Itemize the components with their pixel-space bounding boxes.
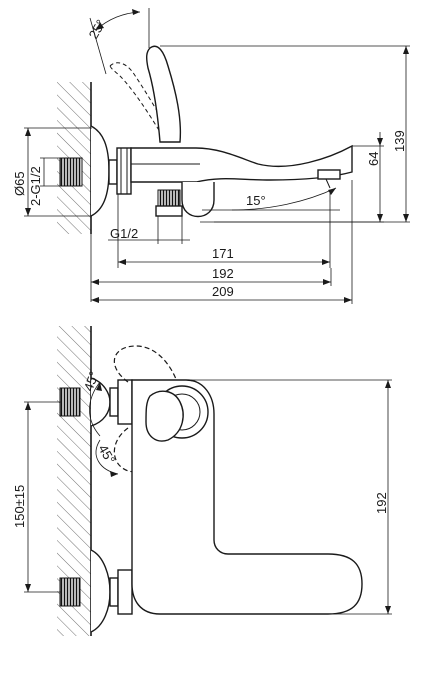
width-171-label: 171 <box>212 246 234 261</box>
thread-pair-label: 2-G1/2 <box>28 166 43 206</box>
upper-angle-label: 45° <box>81 369 102 393</box>
connection-dimensions: Ø65 2-G1/2 <box>12 127 92 217</box>
eccentric-connector-side <box>59 125 132 217</box>
spacing-label: 150±15 <box>12 485 27 528</box>
height-64-label: 64 <box>366 152 381 166</box>
lower-connector-top <box>59 549 133 633</box>
mixer-body-top <box>131 379 363 615</box>
side-view: 25° 15° Ø65 2-G1/2 G1/2 <box>12 8 410 304</box>
diameter-label: Ø65 <box>12 171 27 196</box>
spout-angle-indicator: 15° <box>202 187 340 211</box>
height-dimensions: 139 64 <box>160 45 410 223</box>
mixer-body-side <box>109 45 353 217</box>
width-dimensions: 171 192 209 <box>90 180 353 304</box>
lever-swing-top: 45° 45° <box>81 345 181 477</box>
outlet-thread-dimension: G1/2 <box>108 216 190 244</box>
width-209-label: 209 <box>212 284 234 299</box>
lever-angle-indicator: 25° <box>86 8 150 75</box>
upper-connector-top <box>59 377 133 427</box>
lower-angle-label: 45° <box>95 442 118 467</box>
top-view: 45° 45° 150±15 192 <box>12 326 392 636</box>
spout-angle-label: 15° <box>246 193 266 208</box>
lever-angle-label: 25° <box>86 17 109 42</box>
reach-dimension: 192 <box>190 379 392 615</box>
height-139-label: 139 <box>392 130 407 152</box>
reach-label: 192 <box>374 492 389 514</box>
spacing-dimension: 150±15 <box>12 401 62 593</box>
width-192-label: 192 <box>212 266 234 281</box>
outlet-thread-label: G1/2 <box>110 226 138 241</box>
